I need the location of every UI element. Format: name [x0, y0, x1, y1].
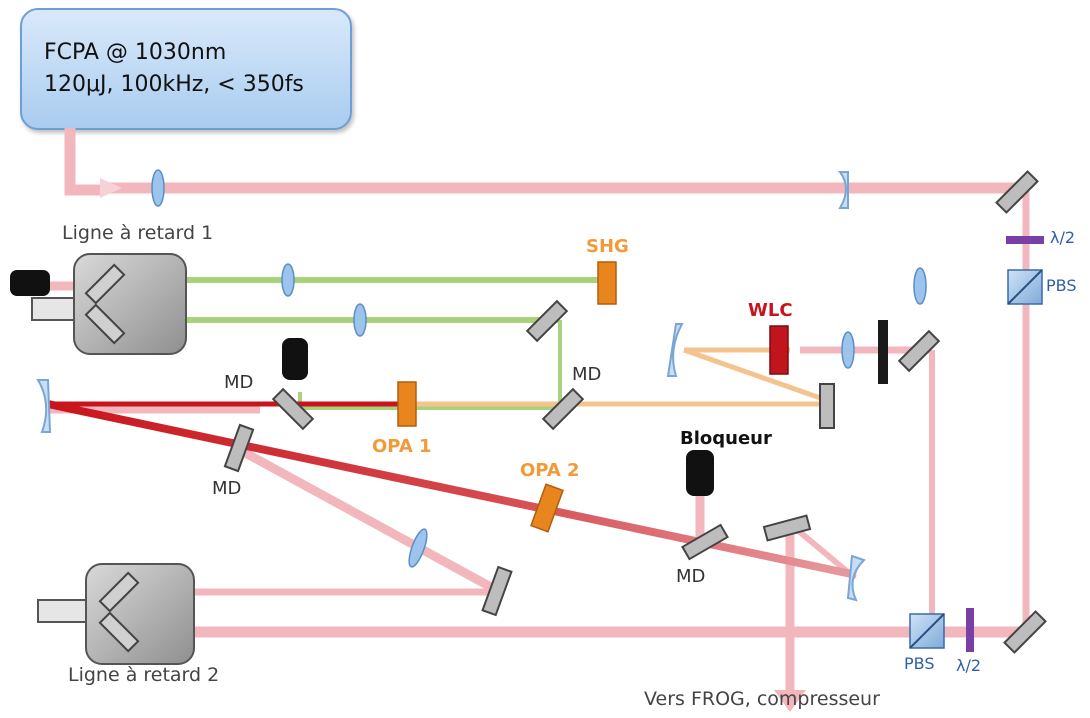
delay2-stage[interactable]	[85, 563, 195, 665]
orange-wlc-diag	[683, 347, 827, 403]
laser-spec-line-1: FCPA @ 1030nm	[44, 40, 227, 65]
waveplate-bottom	[966, 608, 974, 652]
mirror-wlc-pump	[897, 329, 941, 373]
mirror-md-opa1-right	[541, 387, 585, 431]
curved-mirrors	[36, 171, 866, 602]
mirror-top-right	[995, 170, 1039, 214]
pbs-cubes	[909, 269, 1043, 649]
label-opa2: OPA 2	[520, 460, 580, 481]
md-beam-dump	[282, 338, 308, 380]
iris-aperture	[878, 320, 888, 384]
delay1-detector	[10, 270, 50, 296]
crystal-wlc	[769, 325, 789, 375]
delay1-stage[interactable]	[73, 253, 187, 355]
label-md-left: MD	[212, 478, 242, 499]
curved-mirror-opa2	[846, 554, 866, 602]
blocker-dump	[686, 450, 714, 496]
lens-wlc	[841, 331, 855, 369]
delay-line-2	[37, 563, 195, 665]
delay2-mirror-upper	[98, 571, 140, 613]
lens-input	[151, 169, 165, 207]
mirror-output	[762, 514, 812, 542]
label-pbs-top: PBS	[1046, 276, 1077, 295]
red-beams	[47, 400, 857, 579]
delay1-mirror-lower	[84, 303, 126, 345]
lenses	[151, 169, 927, 568]
curved-mirror-wlc	[666, 323, 684, 377]
label-wlc: WLC	[748, 300, 793, 321]
mirror-md-opa1-left	[271, 387, 315, 431]
label-delay-line-1: Ligne à retard 1	[62, 222, 214, 244]
beam-delay2-diag	[237, 446, 503, 596]
pbs-cube-bottom-diag	[909, 613, 945, 649]
mirror-bottom-right	[1003, 610, 1047, 654]
crystals	[397, 261, 789, 533]
waveplate-top	[1006, 236, 1044, 244]
label-shg: SHG	[586, 236, 629, 257]
delay1-rail	[31, 297, 75, 321]
label-halfwave-top: λ/2	[1050, 228, 1076, 247]
mirror-md-opa2	[681, 523, 729, 561]
pump-beams	[40, 128, 1030, 690]
delay1-mirror-upper	[84, 263, 126, 305]
label-blocker: Bloqueur	[680, 428, 772, 449]
lens-green-upper	[281, 263, 295, 297]
source-arrow-tip	[100, 178, 122, 198]
lens-green-lower	[353, 303, 367, 337]
delay-line-1	[10, 253, 187, 355]
mirror-md-left	[223, 423, 255, 473]
curved-mirror-left	[36, 379, 52, 433]
label-halfwave-bottom: λ/2	[956, 656, 982, 675]
label-opa1: OPA 1	[372, 436, 432, 457]
pbs-cube-top-diag	[1007, 269, 1043, 305]
lens-delay2	[408, 528, 428, 568]
mirror-green-fold	[525, 299, 569, 343]
mirror-orange-fold	[819, 383, 835, 429]
flat-mirrors	[223, 170, 1047, 654]
crystal-opa2	[530, 483, 564, 533]
label-output: Vers FROG, compresseur	[644, 688, 880, 710]
red-opa2-path	[47, 400, 857, 579]
laser-source-box: FCPA @ 1030nm 120μJ, 100kHz, < 350fs	[20, 8, 352, 130]
delay2-rail	[37, 599, 89, 623]
lens-shg-pump	[913, 267, 927, 305]
laser-spec-line-2: 120μJ, 100kHz, < 350fs	[44, 72, 304, 97]
orange-beams	[400, 347, 827, 407]
crystal-shg	[597, 261, 617, 305]
mirror-delay2-fold	[481, 565, 513, 617]
label-delay-line-2: Ligne à retard 2	[68, 664, 220, 686]
delay2-mirror-lower	[98, 611, 140, 653]
label-md-opa2: MD	[676, 566, 706, 587]
output-arrow-tip	[774, 690, 806, 712]
label-md-opa1-right: MD	[572, 364, 602, 385]
curved-mirror-top	[838, 171, 849, 209]
beam-source-down	[64, 128, 100, 196]
label-pbs-bottom: PBS	[904, 654, 935, 673]
label-md-opa1-left: MD	[224, 372, 254, 393]
crystal-opa1	[397, 381, 417, 427]
